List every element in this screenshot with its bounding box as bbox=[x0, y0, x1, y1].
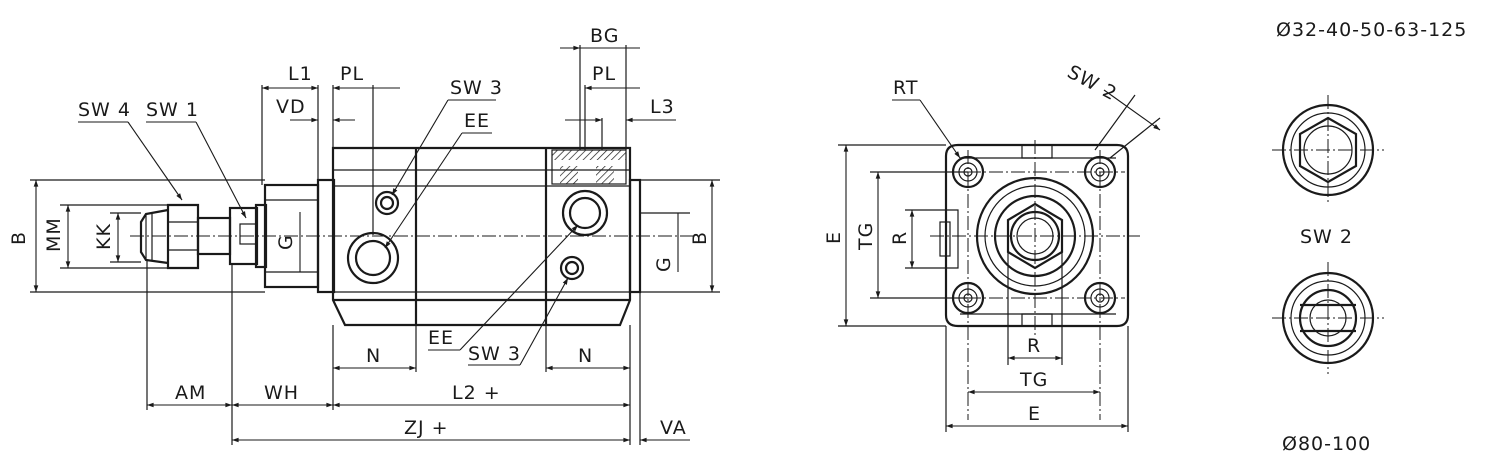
ports bbox=[346, 189, 609, 285]
label-r-left: R bbox=[889, 231, 911, 245]
label-bg: BG bbox=[590, 25, 619, 47]
cylinder-body bbox=[316, 146, 642, 327]
label-ee-bottom: EE bbox=[428, 327, 454, 349]
end-view-labels: RT SW 2 E TG R R TG E bbox=[823, 61, 1121, 425]
detail-views: Ø32-40-50-63-125 SW 2 Ø80-100 bbox=[1272, 19, 1467, 455]
label-g-left: G bbox=[275, 234, 297, 250]
piston-rod bbox=[139, 203, 232, 270]
label-tg-left: TG bbox=[855, 222, 877, 251]
label-wh: WH bbox=[264, 382, 299, 404]
label-n-right: N bbox=[578, 345, 593, 367]
label-sw1: SW 1 bbox=[146, 99, 199, 121]
label-kk: KK bbox=[93, 223, 115, 250]
label-ee-top: EE bbox=[464, 110, 490, 132]
label-pl-right: PL bbox=[592, 63, 616, 85]
label-am: AM bbox=[175, 382, 206, 404]
label-zj: ZJ + bbox=[404, 417, 449, 439]
label-sw4: SW 4 bbox=[78, 99, 131, 121]
label-sw2-end: SW 2 bbox=[1064, 61, 1121, 105]
label-sw3-top: SW 3 bbox=[450, 77, 503, 99]
label-b-right: B bbox=[689, 231, 711, 245]
label-l1: L1 bbox=[288, 63, 313, 85]
label-r-bottom: R bbox=[1027, 335, 1041, 357]
label-va: VA bbox=[660, 417, 687, 439]
side-view-labels: SW 4 SW 1 L1 PL VD SW 3 EE BG PL L3 B MM… bbox=[8, 25, 711, 439]
label-n-left: N bbox=[366, 345, 381, 367]
label-tg-bottom: TG bbox=[1019, 369, 1048, 391]
extension-lines bbox=[30, 45, 720, 445]
end-view: RT SW 2 E TG R R TG E bbox=[823, 61, 1161, 432]
leader-lines bbox=[78, 99, 579, 366]
end-plate bbox=[939, 143, 1130, 328]
flat-rod-end-detail bbox=[1272, 262, 1384, 374]
label-mm: MM bbox=[43, 217, 65, 252]
label-pl-top: PL bbox=[340, 63, 364, 85]
label-vd: VD bbox=[276, 96, 306, 118]
label-l2: L2 + bbox=[452, 382, 501, 404]
size-range-bottom: Ø80-100 bbox=[1282, 433, 1371, 455]
dimension-lines bbox=[33, 45, 715, 443]
label-sw3-bottom: SW 3 bbox=[468, 343, 521, 365]
label-e-bottom: E bbox=[1028, 403, 1041, 425]
detail-sw2-label: SW 2 bbox=[1300, 226, 1353, 248]
hex-rod-end-detail bbox=[1272, 95, 1384, 205]
label-rt: RT bbox=[893, 77, 918, 99]
label-e-left: E bbox=[823, 231, 845, 244]
side-view: SW 4 SW 1 L1 PL VD SW 3 EE BG PL L3 B MM… bbox=[8, 25, 720, 445]
size-range-top: Ø32-40-50-63-125 bbox=[1276, 19, 1467, 41]
label-b-left: B bbox=[8, 231, 30, 245]
end-view-dimensions bbox=[838, 89, 1161, 432]
label-l3: L3 bbox=[650, 96, 675, 118]
sectioned-area bbox=[551, 149, 627, 185]
label-g-right: G bbox=[653, 256, 675, 272]
